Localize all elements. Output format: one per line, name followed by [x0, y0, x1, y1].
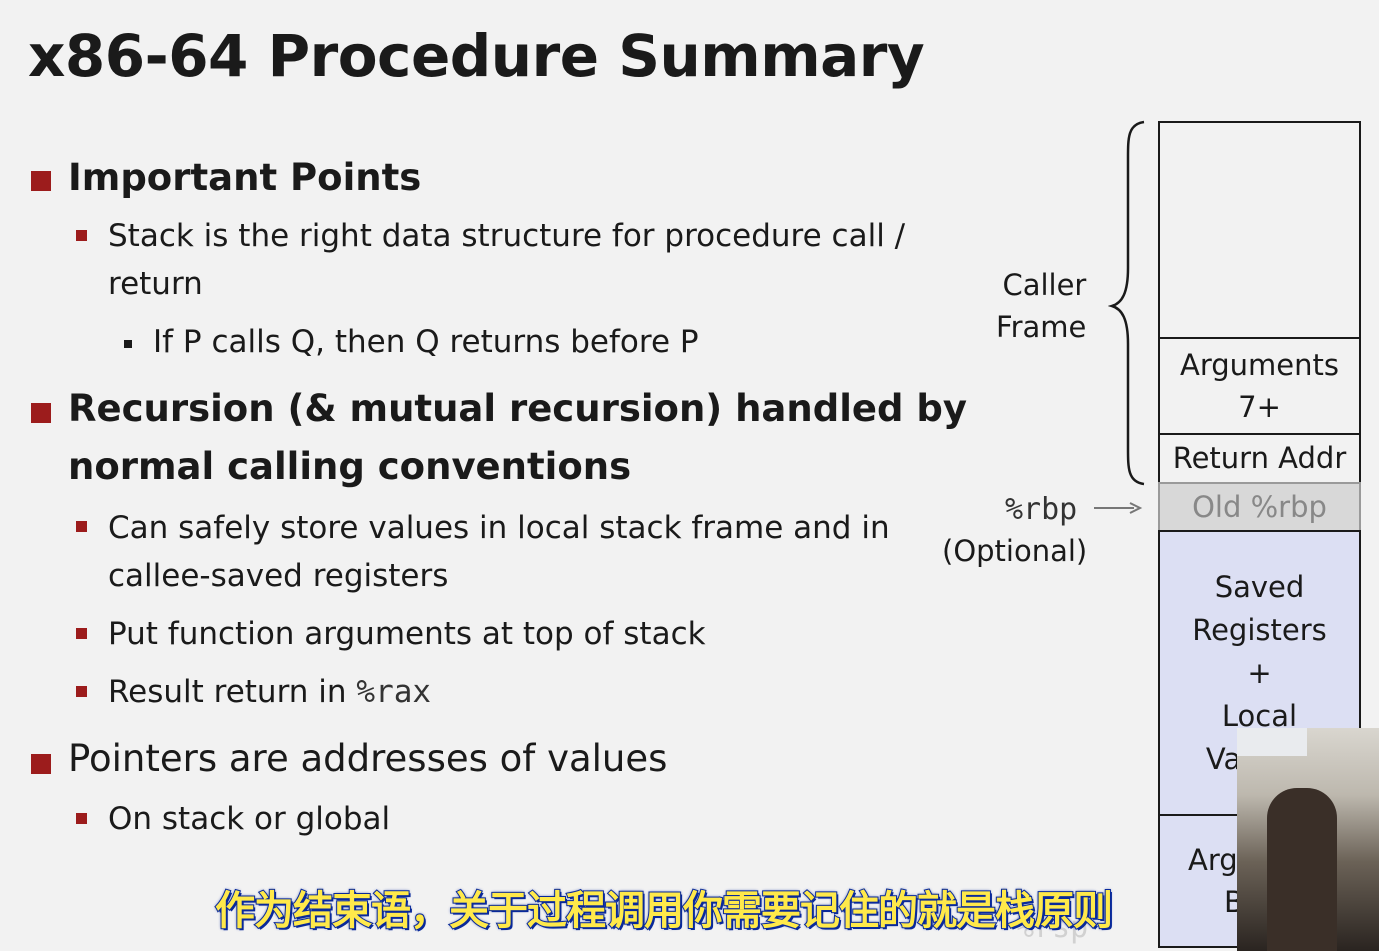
stack-cell-arguments: Arguments 7+ — [1158, 337, 1361, 435]
sub-bullet-square-icon — [76, 230, 87, 241]
sub-sub-bullet-icon — [124, 340, 132, 348]
webcam-speaker-figure — [1267, 788, 1337, 951]
speaker-webcam-overlay — [1237, 728, 1379, 951]
bullet-safely-store-line2: callee-saved registers — [108, 558, 449, 594]
sub-bullet-square-icon — [76, 813, 87, 824]
bullet-pointers: Pointers are addresses of values — [68, 737, 668, 780]
bullet-square-icon — [31, 171, 51, 191]
rax-register: %rax — [356, 674, 432, 710]
optional-label: (Optional) — [942, 534, 1088, 568]
bullet-stack-right-line2: return — [108, 266, 203, 302]
webcam-projector-screen — [1237, 728, 1307, 756]
bullet-stack-right-line1: Stack is the right data structure for pr… — [108, 218, 906, 254]
bullet-square-icon — [31, 403, 51, 423]
bullet-important-points: Important Points — [68, 156, 422, 199]
bullet-p-calls-q: If P calls Q, then Q returns before P — [153, 324, 699, 360]
sub-bullet-square-icon — [76, 686, 87, 697]
result-return-text: Result return in — [108, 674, 357, 710]
stack-cell-old-rbp: Old %rbp — [1158, 482, 1361, 532]
stack-cell-caller-frame — [1158, 121, 1361, 339]
bullet-stack-or-global: On stack or global — [108, 801, 391, 837]
rbp-register-label: %rbp — [1005, 492, 1078, 527]
bullet-recursion-line1: Recursion (& mutual recursion) handled b… — [68, 387, 967, 430]
bullet-safely-store-line1: Can safely store values in local stack f… — [108, 510, 890, 546]
bullet-recursion-line2: normal calling conventions — [68, 445, 632, 488]
sub-bullet-square-icon — [76, 521, 87, 532]
caller-frame-label: Caller Frame — [996, 268, 1087, 344]
rsp-register-label: %rsp — [1016, 910, 1089, 945]
bullet-result-return: Result return in %rax — [108, 674, 431, 710]
bullet-args-top-of-stack: Put function arguments at top of stack — [108, 616, 706, 652]
bullet-square-icon — [31, 754, 51, 774]
caller-frame-brace-icon — [1108, 120, 1145, 486]
video-subtitle: 作为结束语，关于过程调用你需要记住的就是栈原则 — [214, 887, 1114, 935]
stack-cell-return-addr: Return Addr — [1158, 433, 1361, 484]
rbp-arrow-icon — [1094, 502, 1143, 514]
slide-title: x86-64 Procedure Summary — [28, 22, 925, 90]
sub-bullet-square-icon — [76, 628, 87, 639]
